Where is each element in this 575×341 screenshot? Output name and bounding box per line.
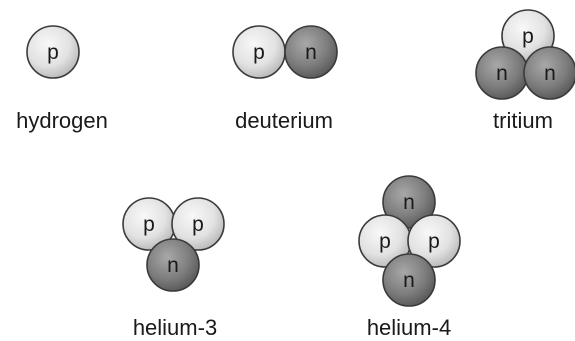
neutron-particle: n	[146, 238, 200, 292]
proton-circle	[26, 25, 80, 79]
nucleus-label-helium-4: helium-4	[367, 315, 451, 340]
proton-circle	[407, 214, 461, 268]
nucleus-label-tritium: tritium	[493, 108, 553, 133]
neutron-particle: n	[382, 175, 436, 229]
proton-particle: p	[171, 197, 225, 251]
neutron-circle	[382, 253, 436, 307]
neutron-letter: n	[167, 254, 179, 277]
proton-letter: p	[47, 41, 59, 64]
nucleus-label-hydrogen: hydrogen	[16, 108, 108, 133]
neutron-letter: n	[403, 269, 415, 292]
neutron-letter: n	[403, 191, 415, 214]
nucleus-label-deuterium: deuterium	[235, 108, 333, 133]
proton-particle: p	[232, 25, 286, 79]
proton-letter: p	[143, 213, 155, 236]
neutron-circle	[523, 46, 575, 100]
nucleus-deuterium: p n deuterium	[232, 25, 338, 133]
neutron-particle: n	[382, 253, 436, 307]
neutron-particle: n	[475, 46, 529, 100]
nucleus-hydrogen: p hydrogen	[16, 25, 108, 133]
proton-letter: p	[428, 230, 440, 253]
nucleus-tritium: pn n tritium	[475, 9, 575, 133]
neutron-particle: n	[284, 25, 338, 79]
neutron-circle	[382, 175, 436, 229]
proton-particle: p	[407, 214, 461, 268]
proton-letter: p	[253, 41, 265, 64]
proton-circle	[171, 197, 225, 251]
neutron-letter: n	[544, 62, 556, 85]
nucleus-label-helium-3: helium-3	[133, 315, 217, 340]
neutron-letter: n	[305, 41, 317, 64]
neutron-circle	[284, 25, 338, 79]
proton-letter: p	[522, 25, 534, 48]
nucleus-helium-3: p pn helium-3	[122, 197, 225, 340]
neutron-letter: n	[496, 62, 508, 85]
neutron-particle: n	[523, 46, 575, 100]
proton-letter: p	[379, 230, 391, 253]
proton-letter: p	[192, 213, 204, 236]
neutron-circle	[146, 238, 200, 292]
proton-particle: p	[26, 25, 80, 79]
nucleus-helium-4: np pn helium-4	[358, 175, 461, 340]
